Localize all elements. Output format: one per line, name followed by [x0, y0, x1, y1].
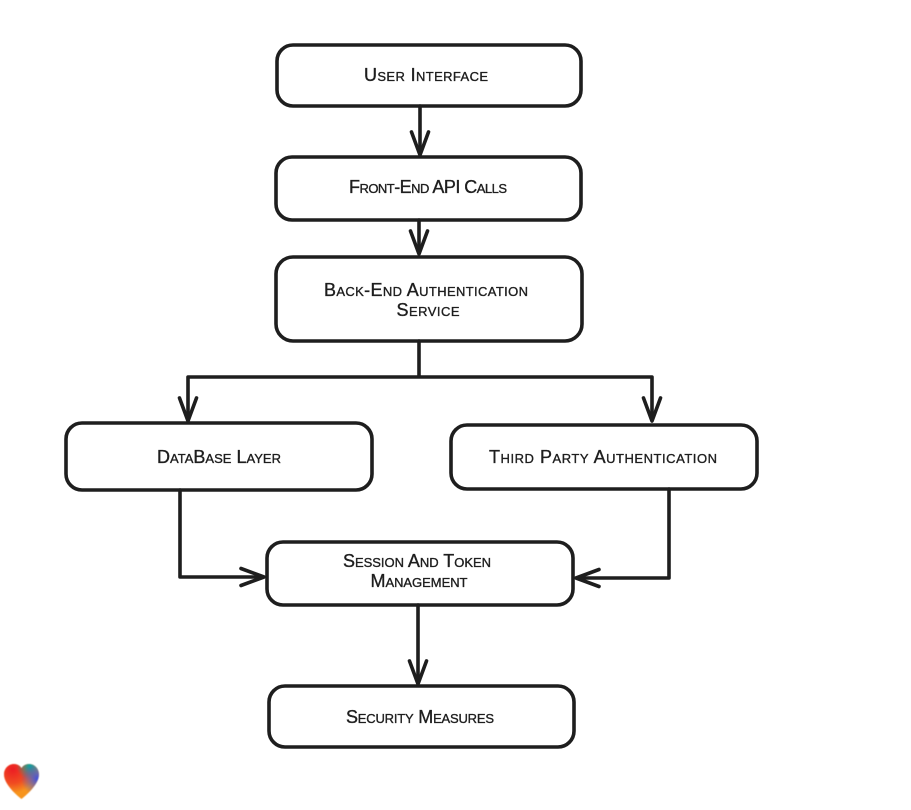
- svg-text:Security Measures: Security Measures: [346, 707, 494, 727]
- svg-text:DataBase Layer: DataBase Layer: [157, 447, 281, 467]
- svg-text:Third Party Authentication: Third Party Authentication: [489, 447, 717, 467]
- svg-text:Front-End API Calls: Front-End API Calls: [349, 177, 507, 197]
- svg-text:Management: Management: [371, 571, 468, 591]
- svg-text:User Interface: User Interface: [364, 65, 488, 85]
- svg-text:Service: Service: [397, 300, 460, 320]
- svg-text:Session And Token: Session And Token: [343, 551, 491, 571]
- svg-text:Back-End Authentication: Back-End Authentication: [324, 280, 528, 300]
